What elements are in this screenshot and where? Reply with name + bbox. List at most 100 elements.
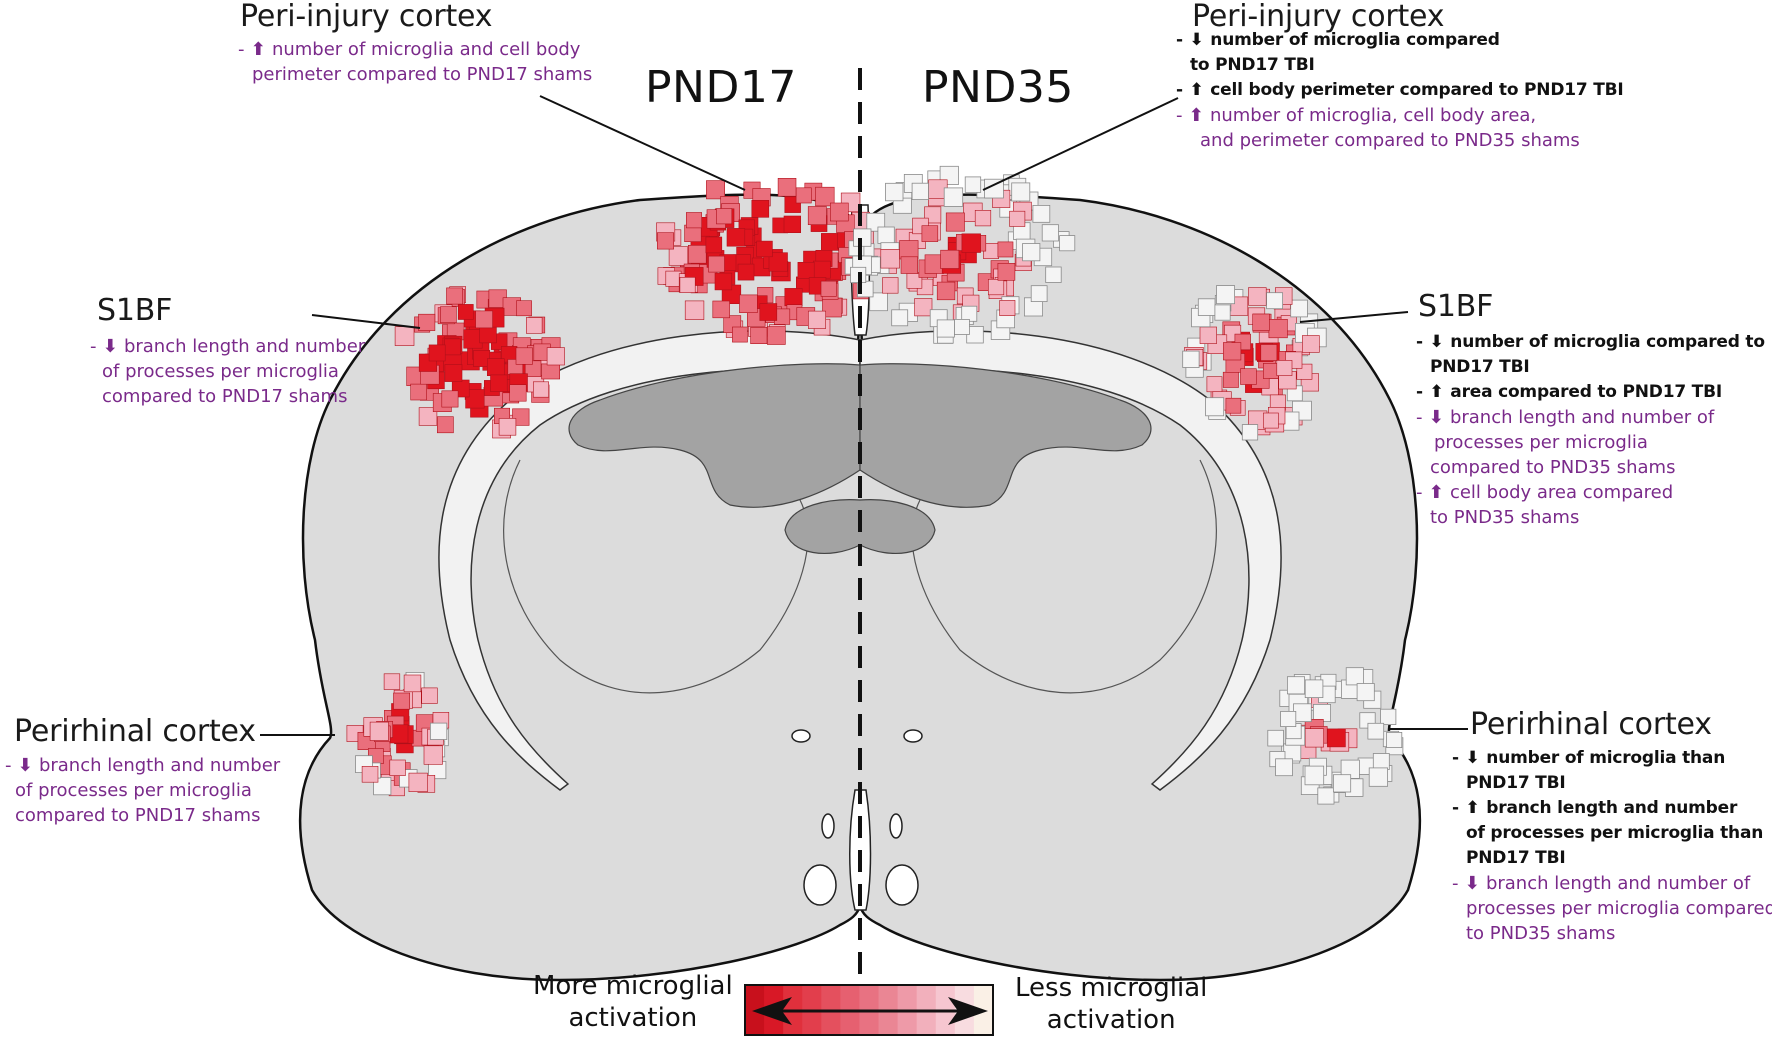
microglia-square	[1011, 182, 1031, 202]
microglia-square	[807, 310, 826, 329]
right-s1bf-title: S1BF	[1418, 289, 1494, 324]
microglia-square	[509, 384, 527, 402]
microglia-square	[525, 317, 543, 334]
microglia-square	[815, 186, 835, 207]
microglia-square	[1304, 765, 1325, 786]
microglia-square	[768, 252, 788, 272]
microglia-square	[516, 300, 532, 317]
microglia-square	[945, 212, 965, 232]
microglia-square	[532, 381, 549, 398]
microglia-square	[444, 364, 463, 382]
down-arrow-icon: ⬇	[1428, 407, 1444, 428]
microglia-square	[877, 226, 895, 244]
microglia-square	[394, 326, 415, 346]
microglia-square	[706, 180, 726, 200]
microglia-square	[656, 232, 674, 250]
microglia-square	[899, 240, 919, 260]
microglia-square	[479, 325, 497, 344]
microglia-square	[885, 182, 904, 202]
microglia-square	[486, 358, 505, 377]
microglia-square	[383, 673, 401, 690]
microglia-square	[820, 280, 837, 297]
microglia-square	[1287, 676, 1306, 695]
right-perirhinal-title: Perirhinal cortex	[1470, 707, 1712, 742]
down-arrow-icon: ⬇	[102, 336, 118, 357]
microglia-square	[1267, 729, 1284, 747]
white-matter-tract-right	[859, 330, 1282, 791]
microglia-square	[739, 294, 758, 313]
up-arrow-icon: ⬆	[1188, 105, 1204, 126]
microglia-square	[807, 206, 827, 226]
microglia-square	[446, 287, 464, 305]
ventricle-hole	[885, 864, 919, 906]
microglia-square	[418, 407, 438, 426]
microglia-square	[999, 300, 1016, 316]
microglia-square	[389, 759, 406, 776]
microglia-square	[759, 303, 778, 321]
microglia-square	[1197, 298, 1216, 316]
microglia-square	[1214, 304, 1231, 321]
microglia-square	[936, 281, 956, 301]
microglia-square	[726, 228, 746, 247]
right-s1bf-note: - ⬇ number of microglia compared to PND1…	[1416, 332, 1765, 528]
microglia-square	[1241, 424, 1259, 441]
microglia-square	[465, 389, 485, 409]
microglia-square	[936, 319, 955, 338]
down-arrow-icon: ⬇	[1465, 748, 1480, 768]
microglia-square	[1199, 326, 1217, 344]
gradient-bar-border	[744, 984, 994, 1036]
leader-line	[982, 97, 1179, 191]
microglia-activation-squares	[346, 165, 1404, 805]
microglia-square	[1205, 397, 1225, 417]
microglia-square	[997, 262, 1016, 281]
microglia-square	[410, 383, 427, 401]
microglia-square	[1380, 708, 1397, 726]
microglia-square	[687, 245, 707, 264]
microglia-square	[393, 692, 411, 710]
microglia-square	[490, 374, 508, 392]
microglia-square	[1223, 342, 1242, 361]
microglia-square	[783, 215, 802, 234]
microglia-square	[997, 241, 1014, 258]
microglia-square	[784, 288, 803, 307]
down-arrow-icon: ⬇	[1429, 332, 1444, 352]
left-perirhinal-title: Perirhinal cortex	[14, 714, 256, 749]
hippocampus-outline-right	[911, 459, 1217, 694]
ventricle-hole	[803, 864, 837, 906]
left-peri-injury-note: - ⬆ number of microglia and cell body pe…	[238, 39, 593, 85]
microglia-square	[961, 233, 981, 253]
left-s1bf-note: - ⬇ branch length and number of processe…	[90, 336, 366, 407]
microglia-square	[1386, 732, 1403, 749]
microglia-square	[1275, 758, 1293, 777]
microglia-square	[1263, 363, 1279, 379]
right-peri-injury-note: - ⬇ number of microglia compared to PND1…	[1176, 30, 1624, 151]
microglia-square	[408, 772, 428, 792]
microglia-square	[882, 277, 899, 294]
microglia-square	[498, 418, 517, 436]
microglia-square	[1240, 368, 1257, 385]
microglia-square	[1367, 722, 1385, 740]
microglia-square	[668, 246, 689, 266]
microglia-square	[880, 249, 900, 269]
right-perirhinal-note: - ⬇ number of microglia than PND17 TBI -…	[1452, 748, 1772, 944]
microglia-square	[1345, 667, 1364, 686]
microglia-square	[679, 276, 696, 293]
microglia-square	[737, 263, 755, 281]
microglia-square	[665, 270, 682, 287]
microglia-square	[440, 306, 457, 324]
microglia-square	[1368, 767, 1388, 787]
microglia-square	[1206, 376, 1223, 393]
microglia-square	[1045, 266, 1062, 283]
leader-line	[1299, 311, 1409, 323]
microglia-square	[1268, 318, 1288, 339]
down-arrow-icon: ⬇	[1189, 30, 1204, 50]
microglia-square	[428, 344, 446, 362]
microglia-square	[444, 338, 461, 356]
microglia-square	[475, 310, 493, 329]
legend-more-activation: More microglial activation	[533, 971, 733, 1033]
microglia-square	[921, 225, 939, 242]
microglia-square	[1041, 224, 1059, 242]
microglia-square	[797, 261, 815, 279]
microglia-square	[869, 292, 888, 312]
